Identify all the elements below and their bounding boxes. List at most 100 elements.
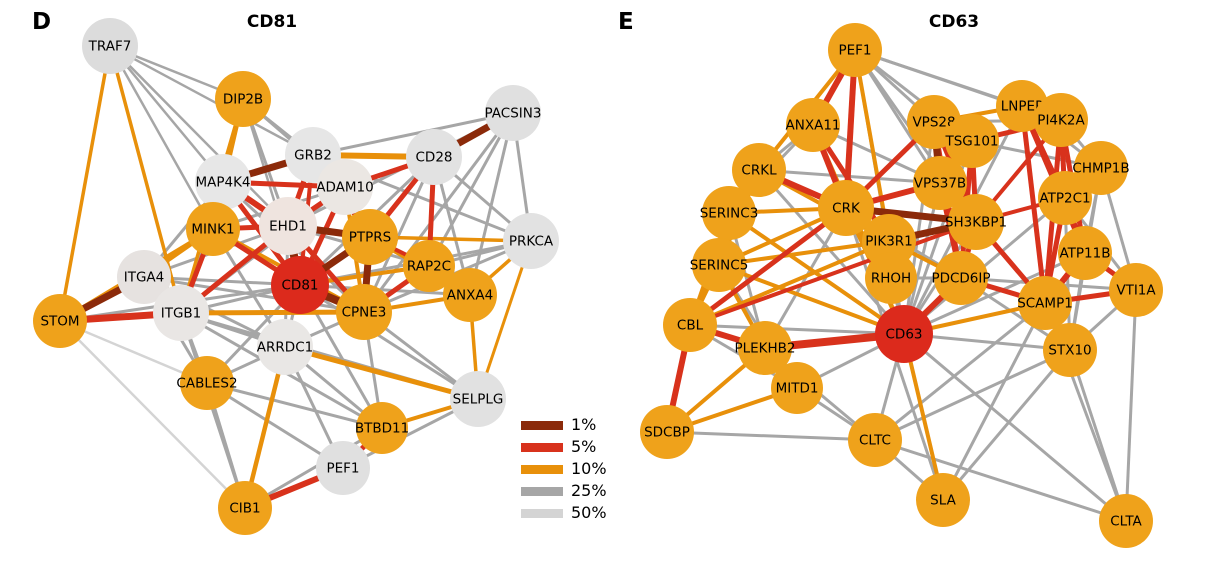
node-rhoh[interactable]: RHOH (865, 252, 917, 304)
node-circle-tsg101[interactable] (945, 114, 999, 168)
node-circle-plekhb2[interactable] (738, 321, 792, 375)
edge-cbl-cd63 (689, 323, 905, 336)
node-circle-crk[interactable] (818, 180, 874, 236)
node-circle-dip2b[interactable] (215, 71, 271, 127)
node-circle-cd28[interactable] (406, 129, 462, 185)
node-circle-cbl[interactable] (663, 298, 717, 352)
node-pi4k2a[interactable]: PI4K2A (1034, 93, 1088, 147)
node-circle-serinc3[interactable] (702, 186, 756, 240)
node-circle-serinc5[interactable] (692, 238, 746, 292)
node-circle-mitd1[interactable] (771, 362, 823, 414)
node-circle-crkl[interactable] (732, 143, 786, 197)
node-serinc5[interactable]: SERINC5 (690, 238, 749, 292)
node-circle-anxa4[interactable] (443, 268, 497, 322)
edge-cd28-cpne3 (362, 156, 436, 313)
node-arrdc1[interactable]: ARRDC1 (257, 319, 313, 375)
node-circle-btbd11[interactable] (356, 402, 408, 454)
node-circle-pef1[interactable] (828, 23, 882, 77)
node-sdcbp[interactable]: SDCBP (640, 405, 694, 459)
node-vti1a[interactable]: VTI1A (1109, 263, 1163, 317)
node-pef1[interactable]: PEF1 (828, 23, 882, 77)
node-circle-stx10[interactable] (1043, 323, 1097, 377)
node-clta[interactable]: CLTA (1099, 494, 1153, 548)
legend-swatch-25pct (521, 486, 563, 496)
node-cbl[interactable]: CBL (663, 298, 717, 352)
node-circle-selplg[interactable] (450, 371, 506, 427)
edge-cables2-btbd11 (206, 381, 383, 430)
node-anxa4[interactable]: ANXA4 (443, 268, 497, 322)
node-circle-cltc[interactable] (848, 413, 902, 467)
node-circle-clta[interactable] (1099, 494, 1153, 548)
node-circle-cables2[interactable] (180, 356, 234, 410)
node-circle-atp11b[interactable] (1058, 226, 1112, 280)
panel-label-e: E (618, 9, 634, 35)
node-circle-anxa11[interactable] (786, 98, 840, 152)
edge-atp11b-cd63 (903, 251, 1086, 336)
node-pacsin3[interactable]: PACSIN3 (485, 85, 542, 141)
node-circle-cib1[interactable] (218, 481, 272, 535)
node-circle-rhoh[interactable] (865, 252, 917, 304)
node-map4k4[interactable]: MAP4K4 (195, 154, 251, 210)
node-circle-vps37b[interactable] (913, 156, 967, 210)
node-circle-rap2c[interactable] (403, 240, 455, 292)
edge-sh3kbp1-cbl (689, 220, 977, 327)
node-cd81[interactable]: CD81 (271, 256, 329, 314)
node-circle-cd81[interactable] (271, 256, 329, 314)
node-cables2[interactable]: CABLES2 (176, 356, 238, 410)
node-circle-pdcd6ip[interactable] (934, 251, 988, 305)
node-circle-cpne3[interactable] (336, 284, 392, 340)
node-circle-map4k4[interactable] (195, 154, 251, 210)
node-cd63[interactable]: CD63 (875, 305, 933, 363)
node-pef1[interactable]: PEF1 (316, 441, 370, 495)
node-cib1[interactable]: CIB1 (218, 481, 272, 535)
node-circle-arrdc1[interactable] (257, 319, 313, 375)
node-ptprs[interactable]: PTPRS (342, 209, 398, 265)
node-circle-mink1[interactable] (186, 202, 240, 256)
node-circle-itga4[interactable] (117, 250, 171, 304)
node-ehd1[interactable]: EHD1 (259, 197, 317, 255)
node-cd28[interactable]: CD28 (406, 129, 462, 185)
node-anxa11[interactable]: ANXA11 (786, 98, 841, 152)
node-atp2c1[interactable]: ATP2C1 (1038, 171, 1092, 225)
edge-stom-cib1 (59, 320, 246, 509)
node-circle-ptprs[interactable] (342, 209, 398, 265)
node-circle-vti1a[interactable] (1109, 263, 1163, 317)
node-circle-pik3r1[interactable] (862, 214, 916, 268)
node-circle-stom[interactable] (33, 294, 87, 348)
node-circle-traf7[interactable] (82, 18, 138, 74)
node-cltc[interactable]: CLTC (848, 413, 902, 467)
node-circle-scamp1[interactable] (1018, 276, 1072, 330)
edge-pik3r1-serinc5 (718, 239, 890, 267)
edge-itga4-cpne3 (143, 275, 365, 314)
node-circle-itgb1[interactable] (153, 285, 209, 341)
edge-stx10-clta (1068, 349, 1128, 522)
legend-row-1pct: 1% (521, 414, 621, 436)
legend-label-50pct: 50% (571, 503, 607, 522)
node-mitd1[interactable]: MITD1 (771, 362, 823, 414)
node-circle-prkca[interactable] (503, 213, 559, 269)
edge-cltc-clta (874, 438, 1127, 523)
node-circle-sdcbp[interactable] (640, 405, 694, 459)
node-itgb1[interactable]: ITGB1 (153, 285, 209, 341)
node-selplg[interactable]: SELPLG (450, 371, 506, 427)
node-mink1[interactable]: MINK1 (186, 202, 240, 256)
node-circle-ehd1[interactable] (259, 197, 317, 255)
node-prkca[interactable]: PRKCA (503, 213, 559, 269)
node-cpne3[interactable]: CPNE3 (336, 284, 392, 340)
node-circle-adam10[interactable] (317, 159, 373, 215)
node-stx10[interactable]: STX10 (1043, 323, 1097, 377)
node-sla[interactable]: SLA (916, 473, 970, 527)
node-circle-sh3kbp1[interactable] (948, 194, 1004, 250)
node-circle-pef1[interactable] (316, 441, 370, 495)
node-circle-atp2c1[interactable] (1038, 171, 1092, 225)
node-dip2b[interactable]: DIP2B (215, 71, 271, 127)
node-stom[interactable]: STOM (33, 294, 87, 348)
edge-grb2-pacsin3 (312, 111, 514, 157)
node-circle-pacsin3[interactable] (485, 85, 541, 141)
node-atp11b[interactable]: ATP11B (1058, 226, 1112, 280)
node-circle-pi4k2a[interactable] (1034, 93, 1088, 147)
node-circle-cd63[interactable] (875, 305, 933, 363)
node-circle-sla[interactable] (916, 473, 970, 527)
node-traf7[interactable]: TRAF7 (82, 18, 138, 74)
node-circle-chmp1b[interactable] (1074, 141, 1128, 195)
